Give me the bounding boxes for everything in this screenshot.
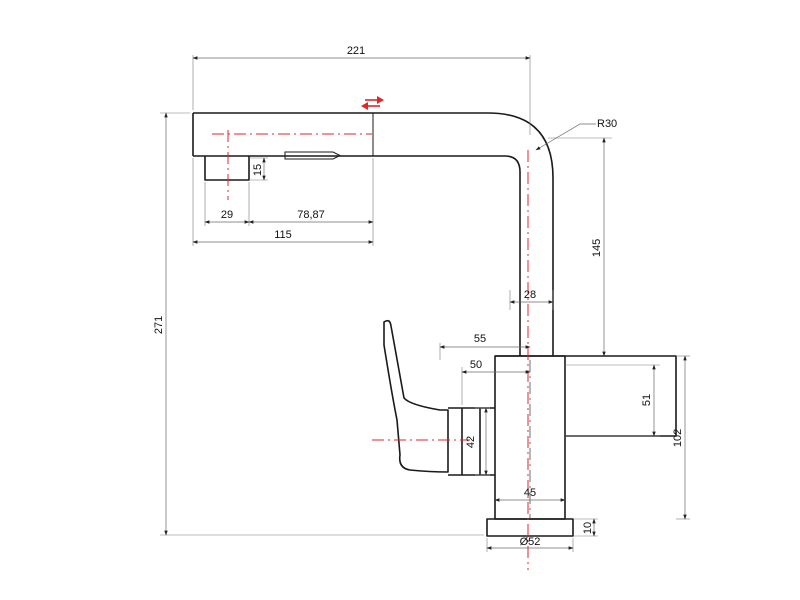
- label-spray-total: 115: [274, 229, 292, 241]
- dimension-labels: 221 R30 145 271 29 15 78,87 115 28 55 50…: [153, 45, 684, 548]
- label-bend-radius: R30: [597, 118, 617, 130]
- label-handle-hub: 42: [465, 436, 477, 448]
- label-body-width: 45: [524, 487, 536, 499]
- lever-handle: [383, 319, 449, 473]
- handle-hub: [448, 407, 495, 476]
- dimension-lines: [164, 56, 687, 550]
- label-handle-offset: 50: [470, 359, 482, 371]
- label-base-diameter: Ø52: [520, 536, 541, 548]
- extension-lines: [160, 55, 690, 552]
- label-body-height: 102: [672, 429, 684, 447]
- dim-radius-leader: [535, 123, 596, 151]
- pullout-arrow-left-head: [361, 102, 368, 110]
- label-spout-height: 145: [591, 239, 603, 257]
- spout-outline: [192, 112, 554, 356]
- faucet-outline: [192, 112, 677, 537]
- spout-collar: [565, 355, 677, 437]
- label-body-upper: 51: [641, 394, 653, 406]
- label-handle-reach: 55: [474, 333, 486, 345]
- label-spray-offset: 78,87: [297, 209, 325, 221]
- pullout-direction-arrows: [361, 96, 384, 110]
- label-spray-head-width: 29: [221, 209, 233, 221]
- centerlines: [212, 130, 531, 570]
- base-plate: [486, 518, 574, 537]
- label-overall-height: 271: [153, 316, 165, 334]
- hose-indicator: [284, 151, 342, 160]
- spray-nozzle: [204, 156, 250, 181]
- label-spray-head-height: 15: [252, 164, 264, 176]
- pullout-arrow-right-head: [377, 96, 384, 104]
- label-spout-diameter: 28: [524, 289, 536, 301]
- label-base-height: 10: [582, 522, 594, 534]
- label-overall-width: 221: [347, 45, 365, 57]
